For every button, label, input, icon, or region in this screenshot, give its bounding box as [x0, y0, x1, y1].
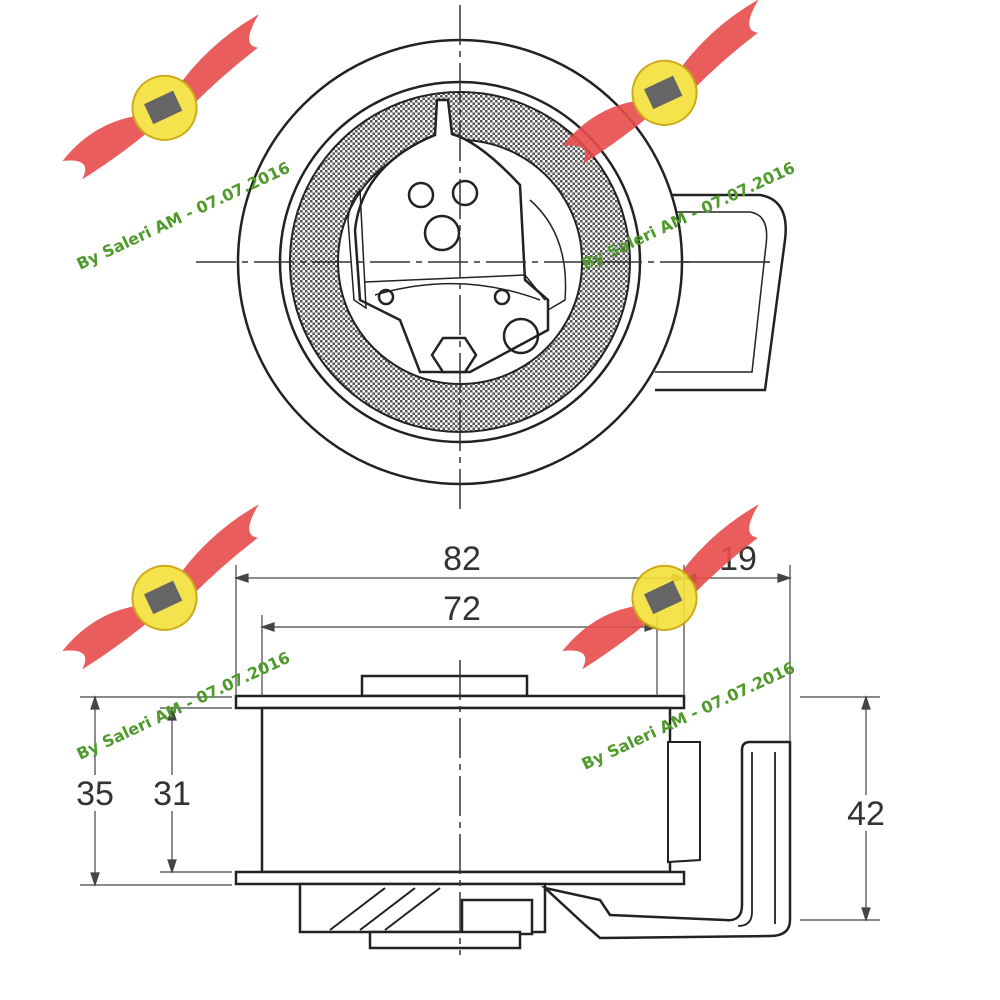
hole-small-left [407, 181, 435, 209]
hole-lower-right [502, 317, 540, 355]
watermark-logo-2 [562, 0, 759, 165]
bearing-ring [288, 91, 631, 433]
dim-82-label: 82 [443, 540, 481, 578]
watermark-logo-4 [562, 504, 759, 670]
watermark-logo-3 [62, 504, 259, 670]
side-bracket [540, 740, 792, 940]
pin-left [377, 288, 395, 306]
dim-31-label: 31 [153, 775, 191, 813]
hole-small-right [451, 179, 479, 207]
pulley-drum [260, 706, 672, 874]
watermark-logo-1 [62, 14, 259, 180]
bracket-arm [650, 193, 787, 392]
hex-nut [430, 336, 478, 374]
hole-center [423, 214, 461, 252]
dim-35-label: 35 [76, 775, 114, 813]
dim-72-label: 72 [443, 590, 481, 628]
side-view [234, 674, 792, 950]
top-centerlines [196, 5, 690, 510]
pin-right [493, 288, 511, 306]
dim-42-label: 42 [847, 795, 885, 833]
